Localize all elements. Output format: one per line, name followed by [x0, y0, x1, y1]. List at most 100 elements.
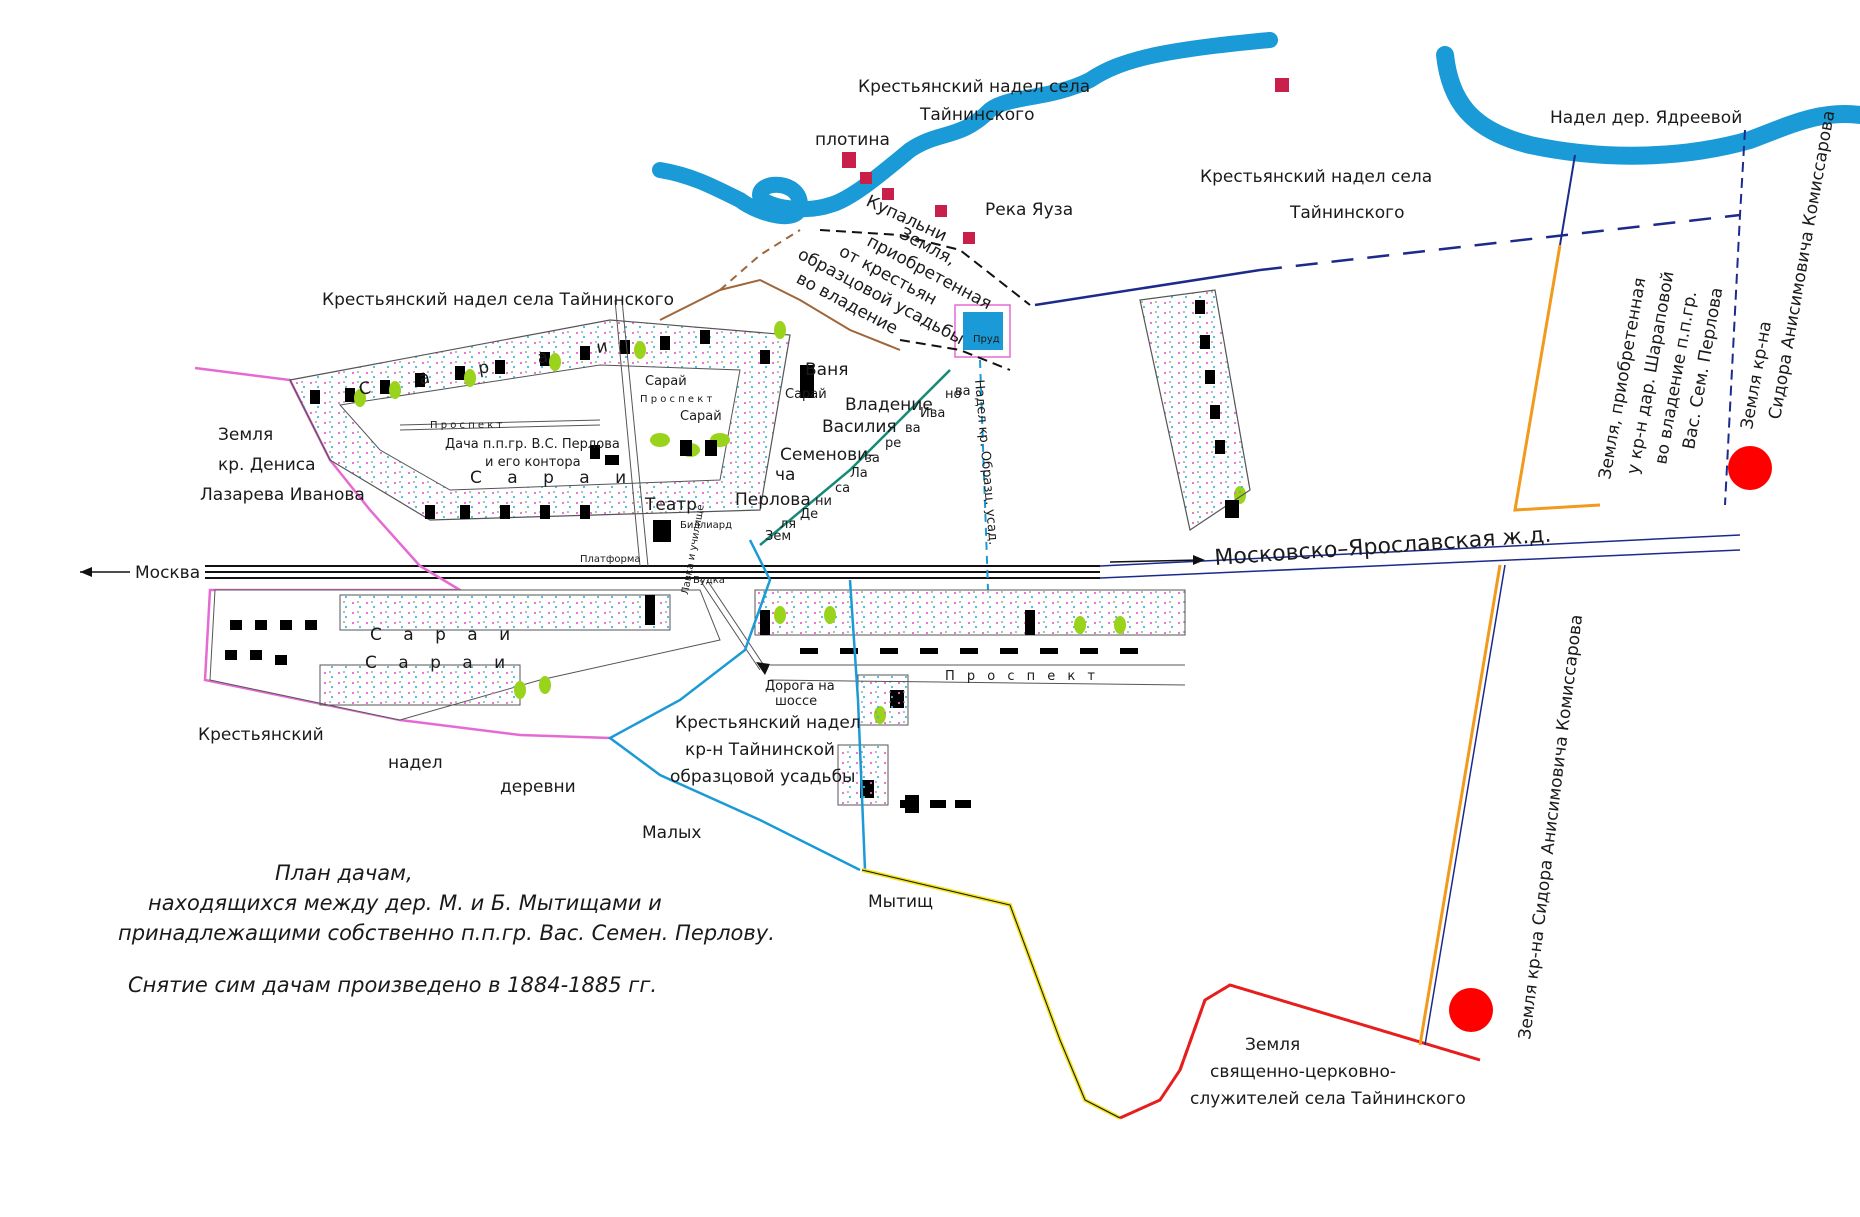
boundary-orange-bottom [1418, 564, 1502, 1046]
label-owner-right-11: ля [780, 517, 796, 532]
road-vertical-2 [621, 299, 649, 567]
label-south-village-1: Крестьянский [198, 725, 324, 745]
label-owner-right-5: ре [885, 436, 901, 451]
bath-marker-5 [1275, 78, 1289, 92]
label-owner-right-6: за [865, 451, 880, 466]
label-prospect-north: П р о с п е к т [430, 420, 502, 431]
label-top-village-2: Тайнинского [919, 105, 1034, 125]
bath-marker-1 [860, 172, 872, 184]
boundary-red-dashed [1178, 999, 1207, 1071]
label-pond: Пруд [973, 334, 1000, 345]
label-owner-right-1: ва [955, 384, 971, 399]
label-church-2: священно-церковно- [1210, 1062, 1396, 1082]
label-owner-right-3: Ива [920, 406, 945, 421]
boundary-navy-north [1034, 268, 1261, 307]
houses-south [225, 595, 1138, 813]
label-right-village-2: Тайнинского [1289, 203, 1404, 223]
road-vertical [614, 299, 641, 567]
road-to-highway [699, 579, 761, 671]
label-saray-2: Сарай [785, 387, 827, 402]
label-right-village-1: Крестьянский надел села [1200, 167, 1432, 187]
label-dacha-1: Дача п.п.гр. В.С. Перлова [445, 437, 620, 452]
label-railway: Московско–Ярославская ж.д. [1214, 523, 1552, 571]
label-left-village: Крестьянский надел села Тайнинского [322, 290, 674, 310]
title-line-3: принадлежащими собственно п.п.гр. Вас. С… [118, 921, 775, 945]
label-komissarov-bottom: Земля кр-на Сидора Анисимовича Комиссаро… [1515, 613, 1587, 1040]
label-owner-5: Перлова [735, 490, 811, 510]
dacha-block-east [1139, 289, 1251, 531]
dam-marker [842, 152, 856, 168]
label-obraz-nadel-3: образцовой усадьбы [670, 767, 855, 787]
label-prospect-north-2: П р о с п е к т [640, 394, 712, 405]
label-church-1: Земля [1245, 1035, 1300, 1055]
label-south-village-4: Малых [642, 823, 701, 843]
boundary-black-dashed [819, 229, 1031, 306]
label-owner-right-8: са [835, 481, 850, 496]
prospect-north [399, 419, 601, 426]
label-owner-3: Семенови- [780, 445, 874, 465]
prospect-north-2 [399, 424, 601, 431]
label-dacha-2: и его контора [485, 455, 581, 470]
boundary-navy-bottom [1424, 564, 1506, 1046]
label-yadreeva: Надел дер. Ядреевой [1550, 108, 1742, 128]
small-plot-1 [857, 674, 909, 726]
boundary-blue-dashed [979, 359, 989, 591]
boundary-yellow-edge [861, 869, 1121, 1119]
boundary-brown-dashed [719, 229, 801, 291]
boundary-navy-north-dashed [1259, 213, 1741, 272]
arrow-head-moscow [80, 567, 92, 577]
railway-line [205, 534, 1741, 579]
title-line-2: находящихся между дер. М. и Б. Мытищами … [148, 891, 662, 915]
river-yauza [652, 32, 1278, 225]
label-owner-2: Василия [822, 417, 897, 437]
label-obraz-nadel-2: кр-н Тайнинской [685, 740, 835, 760]
bath-marker-3 [935, 205, 947, 217]
label-owner-right-9: ни [815, 494, 832, 509]
label-owner-right-4: ва [905, 421, 921, 436]
houses-middle [425, 440, 717, 542]
boundary-orange-top [1513, 244, 1601, 512]
label-saray-1: Сарай [645, 374, 687, 389]
label-church-3: служителей села Тайнинского [1190, 1089, 1466, 1109]
title-line-4: Снятие сим дачам произведено в 1884-1885… [128, 973, 657, 997]
label-road-highway-2: шоссе [775, 694, 817, 709]
label-komissarov-top: Земля кр-на Сидора Анисимовича Комиссаро… [1737, 109, 1839, 431]
label-owner-4: ча [775, 465, 795, 485]
arrow-head-yaroslavl [1193, 555, 1205, 565]
label-owner-right-7: Ла [850, 466, 868, 481]
label-saray-3: Сарай [680, 409, 722, 424]
boundary-navy-top-parcel [1559, 154, 1576, 246]
svg-text:Сидора Анисимовича Комиссарова: Сидора Анисимовича Комиссарова [1765, 109, 1839, 421]
boundary-brown [659, 278, 901, 351]
label-dam: плотина [815, 130, 890, 150]
boundary-black-dashed-2 [899, 339, 1011, 371]
houses-east [1195, 300, 1239, 518]
label-obraz-vertical: Надел кр. Образц. усад. [971, 379, 1000, 546]
bushes-south [514, 606, 1126, 724]
boundary-teal [759, 369, 951, 546]
label-prospect-south: П р о с п е к т [945, 669, 1099, 684]
label-south-village-3: деревни [500, 777, 576, 797]
marker-red-bottom [1449, 988, 1493, 1032]
title-line-1: План дачам, [275, 861, 413, 885]
label-road-highway-1: Дорога на [765, 679, 835, 694]
bath-marker-2 [882, 188, 894, 200]
label-sharapova: Земля, приобретенная у кр-н дар. Шарaпов… [1595, 270, 1727, 481]
houses-north-row [310, 330, 814, 404]
boundary-red [1119, 983, 1481, 1120]
label-river: Река Яуза [985, 200, 1073, 220]
marker-red-top [1728, 446, 1772, 490]
dacha-block-north-inner [339, 364, 741, 491]
dacha-row-south [339, 594, 671, 631]
label-owner-1: Владение [845, 395, 933, 415]
label-obraz-nadel-1: Крестьянский надел [675, 713, 861, 733]
label-owner-right-10: Де [800, 507, 818, 522]
label-moscow: Москва [135, 563, 200, 583]
pond-water [963, 312, 1003, 350]
label-platform: Платформа [580, 554, 641, 565]
boundary-blue-south-2 [848, 579, 867, 871]
label-sarai-south-2: С а р а и [365, 653, 513, 673]
boundary-navy-east [1724, 129, 1746, 506]
label-owner-right-2: но [945, 387, 961, 402]
